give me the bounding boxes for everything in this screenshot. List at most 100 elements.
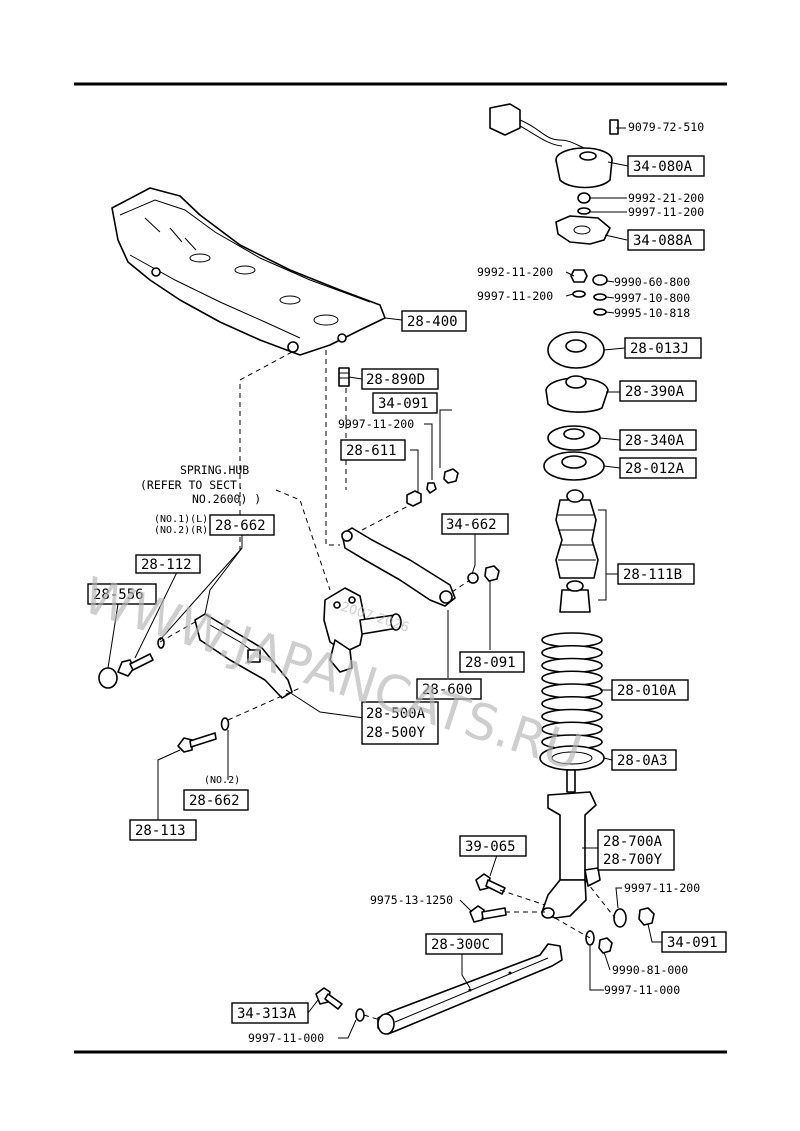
callout-9997-11-200-d: 9997-11-200 — [624, 881, 700, 895]
spring-coil-turn — [541, 683, 603, 699]
svg-text:28-700Y: 28-700Y — [603, 852, 663, 868]
svg-text:(NO.1)(L): (NO.1)(L) — [154, 514, 208, 525]
dash-line — [275, 489, 331, 591]
note-spring-hub: SPRING.HUB — [180, 463, 249, 477]
callout-28-112: 28-112 — [135, 554, 201, 574]
callout-28-500a-28-500y: 28-500A 28-500Y — [361, 701, 439, 745]
callout-9079-72-510: 9079-72-510 — [628, 120, 704, 134]
svg-text:34-091: 34-091 — [667, 935, 718, 951]
callout-34-091-top: 34-091 — [372, 392, 438, 414]
callout-9997-11-200-a: 9997-11-200 — [338, 417, 414, 431]
svg-text:28-500Y: 28-500Y — [366, 725, 426, 741]
height-sensor-part — [489, 103, 619, 153]
strut-mount-part — [547, 331, 605, 369]
svg-text:34-091: 34-091 — [378, 396, 429, 412]
callout-28-300c: 28-300C — [425, 933, 503, 955]
spring-coil-turn — [541, 657, 603, 674]
callout-9997-11-200-b: 9997-11-200 — [628, 205, 704, 219]
svg-text:34-080A: 34-080A — [633, 159, 693, 175]
leader-lines — [107, 127, 662, 1039]
svg-text:39-065: 39-065 — [465, 839, 516, 855]
spring-coil-turn — [541, 632, 603, 648]
lower-bolt-part — [177, 717, 230, 753]
callout-9975-13-1250: 9975-13-1250 — [370, 893, 453, 907]
svg-text:34-088A: 34-088A — [633, 233, 693, 249]
svg-text:28-091: 28-091 — [465, 655, 516, 671]
svg-text:28-0A3: 28-0A3 — [617, 753, 668, 769]
callout-9997-11-000-a: 9997-11-000 — [604, 983, 680, 997]
callout-28-662-top: (NO.1)(L) (NO.2)(R) 28-662 — [154, 514, 275, 536]
callout-28-662-bottom: (NO.2) 28-662 — [183, 775, 249, 811]
lateral-link-part — [194, 613, 293, 699]
actuator-part — [555, 147, 613, 215]
callout-28-113: 28-113 — [129, 819, 197, 841]
callout-28-340a: 28-340A — [619, 429, 697, 451]
nuts-washers-part — [570, 269, 608, 316]
spindle-hub-part — [323, 587, 402, 673]
callout-28-0a3: 28-0A3 — [611, 749, 677, 771]
callout-28-091: 28-091 — [459, 651, 525, 673]
note-section-number: NO.2600) ) — [192, 492, 261, 506]
nut-28-091 — [484, 565, 500, 582]
callout-28-111b: 28-111B — [617, 563, 695, 585]
callout-9997-11-200-c: 9997-11-200 — [477, 289, 553, 303]
callout-34-088a: 34-088A — [627, 229, 705, 251]
svg-text:34-313A: 34-313A — [237, 1006, 297, 1022]
callout-28-010a: 28-010A — [611, 679, 689, 701]
svg-text:(NO.2): (NO.2) — [204, 775, 240, 786]
svg-text:28-340A: 28-340A — [625, 433, 685, 449]
svg-text:28-012A: 28-012A — [625, 461, 685, 477]
svg-text:28-400: 28-400 — [407, 314, 458, 330]
callout-34-313a: 34-313A — [231, 1002, 309, 1024]
svg-text:28-013J: 28-013J — [630, 341, 689, 357]
crossmember-part — [111, 187, 386, 356]
rear-link-bolt-part — [315, 987, 365, 1022]
svg-text:28-010A: 28-010A — [617, 683, 677, 699]
trailing-link-part — [341, 527, 456, 607]
svg-text:34-662: 34-662 — [446, 517, 497, 533]
callout-39-065: 39-065 — [459, 835, 527, 857]
callout-9997-11-000-b: 9997-11-000 — [248, 1031, 324, 1045]
svg-text:(NO.2)(R): (NO.2)(R) — [154, 525, 208, 536]
dash-line — [227, 687, 301, 721]
shock-bolts-part — [469, 873, 507, 923]
svg-text:28-112: 28-112 — [141, 557, 192, 573]
note-refer-sect: (REFER TO SECT. — [140, 478, 244, 492]
callout-28-556: 28-556 — [87, 583, 157, 605]
svg-text:28-390A: 28-390A — [625, 384, 685, 400]
callout-28-012a: 28-012A — [619, 457, 697, 479]
dash-line — [325, 350, 340, 546]
dash-line — [159, 621, 196, 643]
callout-28-013j: 28-013J — [624, 337, 702, 359]
dash-line — [499, 889, 546, 906]
spring-coil-turn — [541, 644, 603, 661]
dash-line — [363, 1014, 381, 1021]
callout-9992-21-200: 9992-21-200 — [628, 191, 704, 205]
callout-34-080a: 34-080A — [627, 155, 705, 177]
bearing-part — [547, 425, 601, 451]
callout-9990-81-000: 9990-81-000 — [612, 963, 688, 977]
spring-coil-turn — [541, 670, 603, 687]
dash-line — [239, 351, 293, 555]
svg-text:28-611: 28-611 — [346, 443, 397, 459]
callout-28-890d: 28-890D — [361, 368, 439, 390]
dash-line — [451, 579, 471, 593]
shock-absorber-part — [541, 769, 601, 919]
dust-boot-part — [555, 489, 599, 613]
callout-9990-60-800: 9990-60-800 — [614, 275, 690, 289]
spring-seat-part — [543, 451, 605, 481]
callout-28-600: 28-600 — [416, 678, 482, 700]
svg-text:28-300C: 28-300C — [431, 937, 490, 953]
svg-text:28-890D: 28-890D — [366, 372, 425, 388]
svg-text:28-662: 28-662 — [215, 518, 266, 534]
dash-line — [554, 917, 591, 939]
callout-9995-10-818: 9995-10-818 — [614, 306, 690, 320]
bracket-part — [555, 215, 611, 245]
shock-nuts-part — [585, 907, 655, 954]
dash-line — [361, 504, 411, 531]
callout-28-611: 28-611 — [340, 439, 406, 461]
callout-34-091-bottom: 34-091 — [661, 931, 727, 953]
callout-34-662: 34-662 — [441, 513, 509, 535]
